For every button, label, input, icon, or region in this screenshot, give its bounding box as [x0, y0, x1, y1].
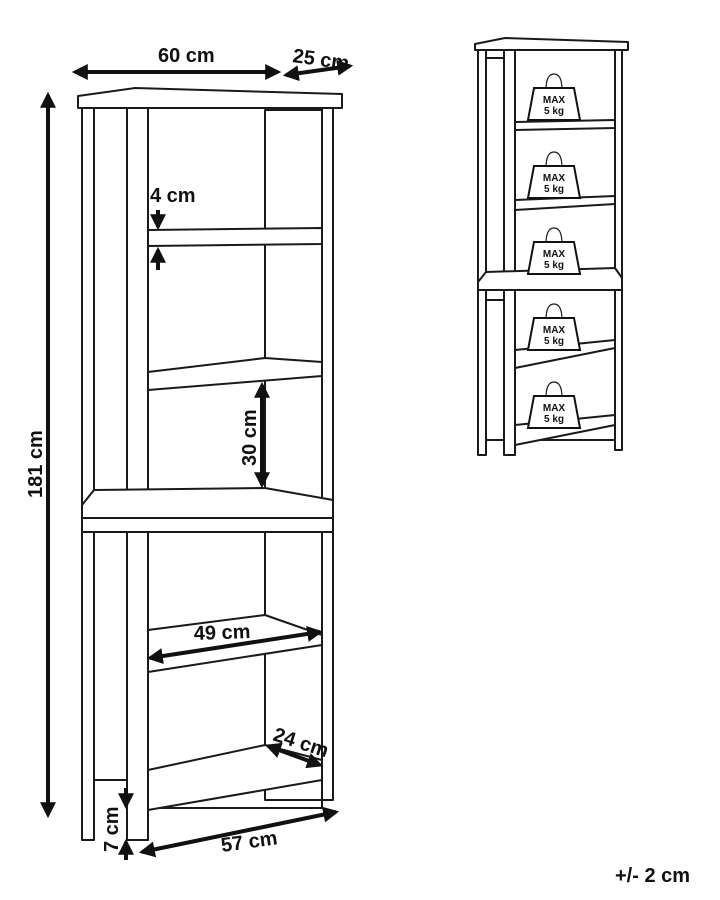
- dimension-lines: [40, 59, 354, 860]
- weight-label: 5 kg: [544, 414, 564, 425]
- tolerance-label: +/- 2 cm: [615, 865, 690, 887]
- leg-height-label: 7 cm: [101, 806, 123, 852]
- width-label: 60 cm: [158, 45, 215, 67]
- base-width-label: 57 cm: [220, 827, 279, 857]
- weight-limit-icon: MAX 5 kg: [526, 303, 582, 351]
- weight-limit-icon: MAX 5 kg: [526, 227, 582, 275]
- height-label: 181 cm: [25, 430, 47, 498]
- max-label: MAX: [543, 403, 566, 414]
- max-label: MAX: [543, 249, 566, 260]
- weight-label: 5 kg: [544, 106, 564, 117]
- weight-limit-icon: MAX 5 kg: [526, 151, 582, 199]
- depth-label: 25 cm: [291, 45, 350, 75]
- bookshelf-front-drawing: [77, 87, 343, 841]
- max-label: MAX: [543, 173, 566, 184]
- weight-label: 5 kg: [544, 260, 564, 271]
- max-label: MAX: [543, 325, 566, 336]
- weight-label: 5 kg: [544, 336, 564, 347]
- inner-width-label: 49 cm: [193, 621, 250, 645]
- weight-limit-icon: MAX 5 kg: [526, 381, 582, 429]
- shelf-thickness-label: 4 cm: [150, 185, 196, 207]
- max-label: MAX: [543, 95, 566, 106]
- weight-limit-icon: MAX 5 kg: [526, 73, 582, 121]
- shelf-gap-label: 30 cm: [239, 409, 261, 466]
- weight-label: 5 kg: [544, 184, 564, 195]
